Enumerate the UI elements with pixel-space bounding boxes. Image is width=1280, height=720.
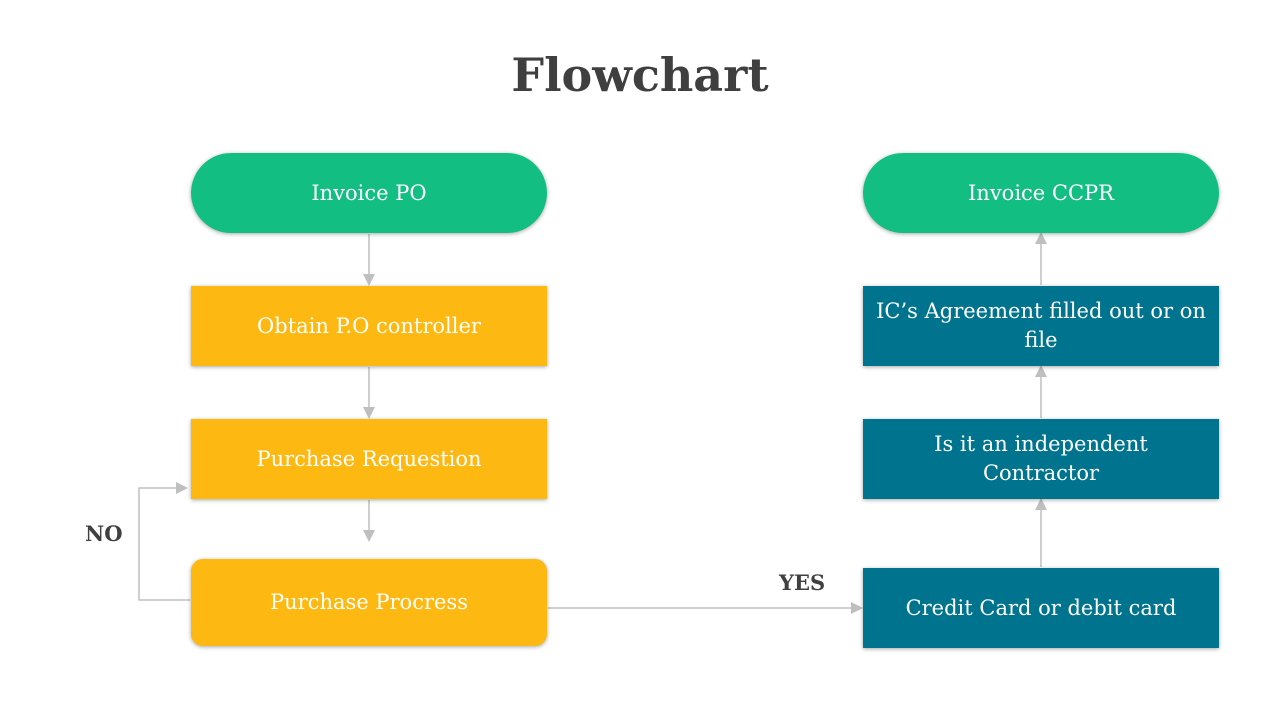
node-credit-card-label: Credit Card or debit card: [905, 595, 1177, 620]
node-obtain-po-controller[interactable]: Obtain P.O controller: [191, 286, 547, 366]
node-invoice-ccpr-label: Invoice CCPR: [968, 180, 1114, 205]
node-purchase-procress-label: Purchase Procress: [270, 590, 468, 614]
node-independent-contractor[interactable]: Is it an independent Contractor: [863, 419, 1219, 499]
node-purchase-requestion[interactable]: Purchase Requestion: [191, 419, 547, 499]
node-invoice-po-label: Invoice PO: [311, 180, 427, 205]
node-purchase-procress[interactable]: Purchase Procress: [191, 559, 547, 646]
page-title: Flowchart: [511, 48, 769, 102]
node-ic-agreement[interactable]: IC’s Agreement filled out or on file: [863, 286, 1219, 366]
node-ic-agreement-label: IC’s Agreement filled out or on file: [876, 299, 1206, 352]
label-yes: YES: [779, 570, 826, 595]
node-invoice-po[interactable]: Invoice PO: [191, 153, 547, 233]
node-invoice-ccpr[interactable]: Invoice CCPR: [863, 153, 1219, 233]
node-credit-card[interactable]: Credit Card or debit card: [863, 568, 1219, 648]
node-purchase-requestion-label: Purchase Requestion: [256, 446, 482, 471]
arrow-no-loop: [138, 482, 190, 601]
node-independent-contractor-label: Is it an independent Contractor: [934, 432, 1148, 485]
label-no: NO: [85, 521, 123, 546]
node-obtain-po-controller-label: Obtain P.O controller: [257, 313, 481, 338]
